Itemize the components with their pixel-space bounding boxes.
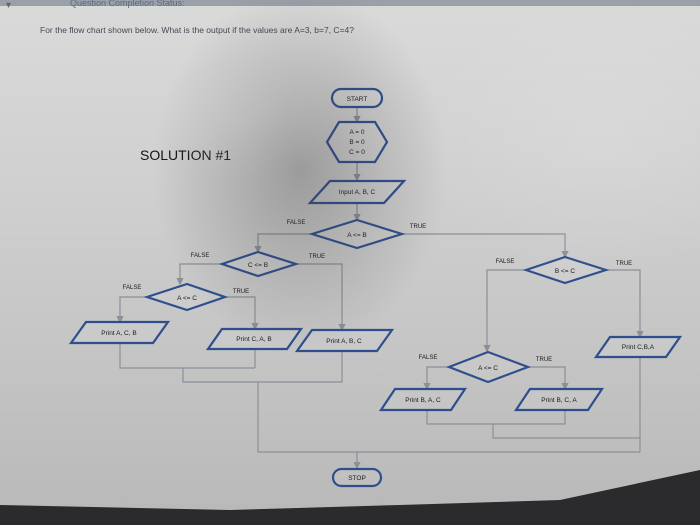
b-le-c-true-label: TRUE — [616, 261, 632, 267]
decision-a-le-c-right-label: A <= C — [478, 365, 498, 372]
input-label: Input A, B, C — [339, 189, 376, 196]
output-c-a-b-label: Print C, A, B — [236, 336, 271, 343]
start-label: START — [347, 96, 368, 103]
decision-c-le-b: C <= B — [218, 250, 300, 278]
decision-a-le-b: A <= B — [308, 218, 406, 250]
output-a-b-c: Print A, B, C — [294, 328, 395, 353]
decision-b-le-c-label: B <= C — [555, 268, 576, 275]
decision-a-le-b-label: A <= B — [347, 232, 367, 239]
b-le-c-false-label: FALSE — [496, 259, 515, 265]
a-le-c-right-true-label: TRUE — [536, 357, 552, 363]
decision-a-le-c-left-label: A <= C — [177, 295, 197, 302]
c-le-b-true-label: TRUE — [309, 254, 325, 260]
stop-node: STOP — [331, 467, 383, 488]
init-line-3: C = 0 — [349, 149, 365, 156]
output-a-c-b: Print A, C, B — [68, 320, 171, 345]
output-c-b-a-label: Print C,B,A — [622, 344, 655, 351]
a-le-c-left-true-label: TRUE — [233, 289, 249, 295]
c-le-b-false-label: FALSE — [191, 253, 210, 259]
output-b-c-a: Print B, C, A — [513, 387, 605, 412]
output-a-b-c-label: Print A, B, C — [326, 338, 362, 345]
header-strip — [0, 0, 700, 6]
decision-b-le-c: B <= C — [522, 255, 610, 285]
stop-label: STOP — [348, 475, 366, 482]
header-title: Question Completion Status: — [70, 0, 185, 8]
decision-c-le-b-label: C <= B — [248, 262, 268, 269]
start-node: START — [330, 87, 384, 109]
a-le-b-false-label: FALSE — [287, 220, 306, 226]
init-line-1: A = 0 — [350, 129, 365, 136]
a-le-c-right-false-label: FALSE — [419, 355, 438, 361]
init-line-2: B = 0 — [349, 139, 365, 146]
decision-a-le-c-left: A <= C — [143, 282, 229, 312]
connectors — [116, 107, 644, 470]
solution-title: SOLUTION #1 — [140, 147, 232, 163]
output-a-c-b-label: Print A, C, B — [101, 330, 136, 337]
input-node: Input A, B, C — [307, 179, 407, 205]
a-le-c-left-false-label: FALSE — [123, 285, 142, 291]
output-b-a-c-label: Print B, A, C — [405, 397, 441, 404]
output-b-c-a-label: Print B, C, A — [541, 397, 577, 404]
decision-a-le-c-right: A <= C — [445, 350, 532, 384]
a-le-b-true-label: TRUE — [410, 224, 426, 230]
output-c-b-a: Print C,B,A — [593, 335, 683, 359]
output-b-a-c: Print B, A, C — [378, 387, 468, 412]
output-c-a-b: Print C, A, B — [205, 327, 304, 351]
init-node: A = 0 B = 0 C = 0 — [325, 120, 389, 164]
menu-icon[interactable]: ▾ — [6, 0, 12, 11]
question-text: For the flow chart shown below. What is … — [40, 25, 354, 35]
